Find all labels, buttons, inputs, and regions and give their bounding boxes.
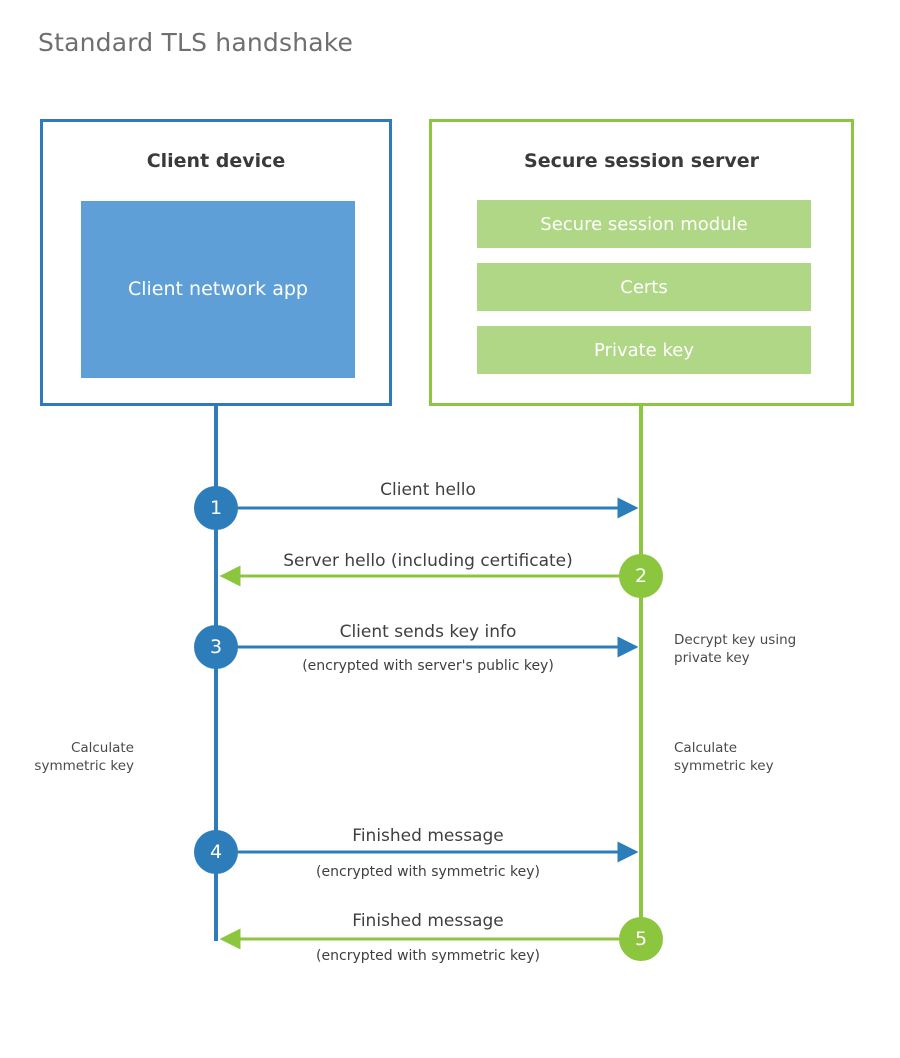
server-component-label: Private key bbox=[594, 339, 694, 361]
server-component-label: Secure session module bbox=[540, 213, 748, 235]
message-label-step-5: Finished message bbox=[352, 911, 504, 931]
step-badge-number: 3 bbox=[209, 636, 223, 658]
note-server-calculate-symmetric-key: Calculate symmetric key bbox=[674, 740, 774, 774]
server-component-label: Certs bbox=[620, 276, 668, 298]
page-title: Standard TLS handshake bbox=[38, 28, 354, 57]
message-label-step-3: Client sends key info bbox=[339, 622, 517, 642]
step-badge-number: 4 bbox=[209, 841, 223, 863]
message-sublabel-step-3: (encrypted with server's public key) bbox=[302, 658, 554, 674]
step-badge-number: 2 bbox=[634, 565, 648, 587]
step-badge-number: 5 bbox=[634, 928, 648, 950]
message-label-step-2: Server hello (including certificate) bbox=[283, 551, 573, 571]
message-label-step-4: Finished message bbox=[352, 826, 504, 846]
message-sublabel-step-5: (encrypted with symmetric key) bbox=[316, 948, 540, 964]
server-component-secure-session-module: Secure session module bbox=[477, 200, 811, 248]
message-label-step-1: Client hello bbox=[380, 480, 476, 500]
client-device-title: Client device bbox=[146, 150, 286, 172]
client-device-box: Client device Client network app bbox=[40, 119, 392, 406]
server-component-private-key: Private key bbox=[477, 326, 811, 374]
secure-session-server-box: Secure session server Secure session mod… bbox=[429, 119, 854, 406]
step-badge-5: 5 bbox=[619, 917, 663, 961]
secure-session-server-title: Secure session server bbox=[524, 150, 759, 172]
note-server-decrypt-key: Decrypt key using private key bbox=[674, 632, 797, 666]
step-badge-2: 2 bbox=[619, 554, 663, 598]
server-component-certs: Certs bbox=[477, 263, 811, 311]
step-badge-4: 4 bbox=[194, 830, 238, 874]
step-badge-3: 3 bbox=[194, 625, 238, 669]
client-network-app-block: Client network app bbox=[81, 201, 355, 378]
client-network-app-label: Client network app bbox=[127, 277, 308, 300]
step-badge-1: 1 bbox=[194, 486, 238, 530]
step-badge-number: 1 bbox=[209, 497, 223, 519]
note-client-calculate-symmetric-key: Calculate symmetric key bbox=[34, 740, 134, 774]
message-sublabel-step-4: (encrypted with symmetric key) bbox=[316, 864, 540, 880]
